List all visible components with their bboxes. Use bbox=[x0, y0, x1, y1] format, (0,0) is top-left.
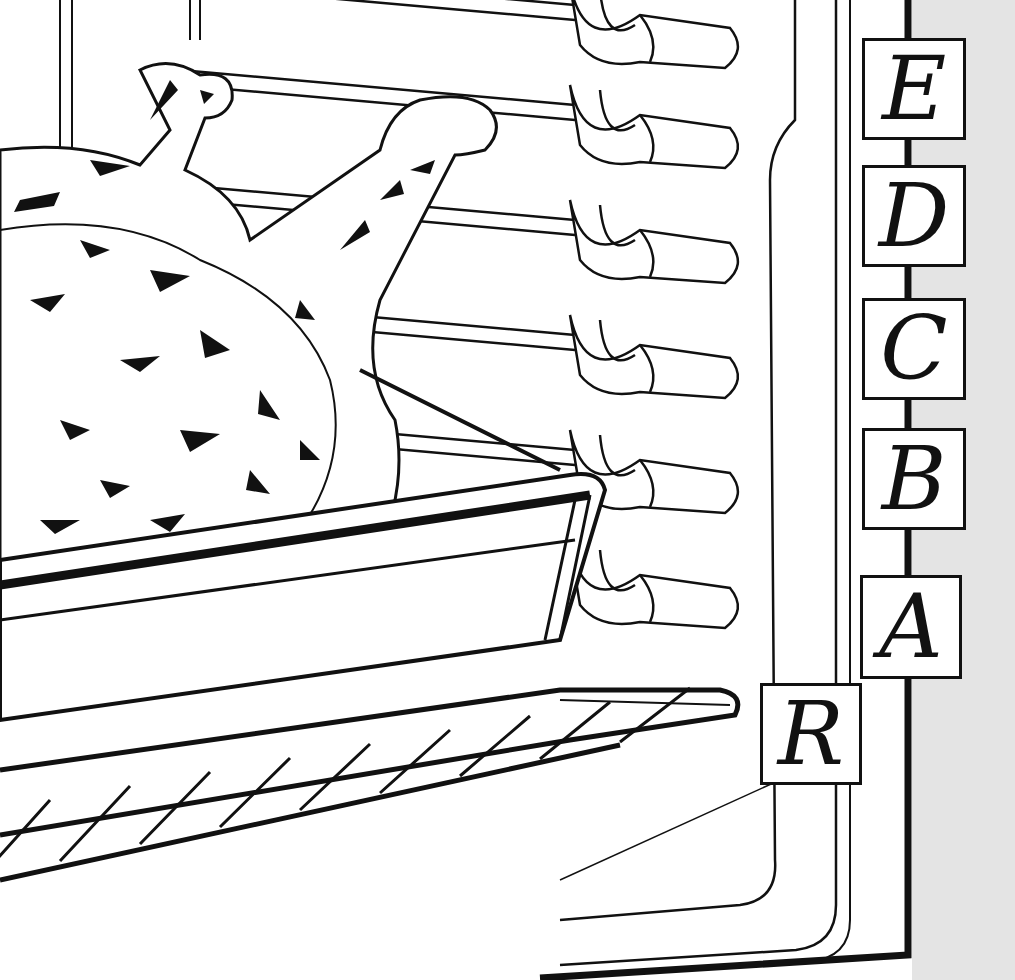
position-letter: E bbox=[882, 45, 946, 133]
illustration-part bbox=[180, 0, 575, 20]
illustration-part bbox=[600, 205, 653, 277]
roasting-pan bbox=[0, 370, 605, 720]
illustration-part bbox=[600, 90, 653, 162]
illustration-part bbox=[600, 550, 653, 622]
illustration-part bbox=[570, 85, 738, 168]
illustration-part bbox=[600, 435, 653, 507]
illustration-part bbox=[0, 690, 738, 835]
illustration-part bbox=[600, 0, 653, 62]
position-letter: A bbox=[879, 583, 943, 671]
illustration-part bbox=[360, 370, 560, 470]
illustration-part bbox=[60, 0, 72, 160]
illustration-part bbox=[570, 315, 738, 398]
illustration-part bbox=[14, 80, 435, 534]
illustration-part bbox=[560, 700, 730, 705]
position-letter: D bbox=[879, 172, 950, 260]
illustration-part bbox=[0, 495, 590, 585]
position-letter: R bbox=[778, 690, 844, 778]
illustration-part bbox=[0, 540, 575, 620]
illustration-part bbox=[0, 688, 690, 878]
illustration-part bbox=[560, 780, 780, 880]
rack-position-box: C bbox=[862, 298, 966, 400]
illustration-part bbox=[0, 474, 605, 720]
illustration-part bbox=[0, 745, 620, 880]
rack-position-box: A bbox=[860, 575, 962, 679]
illustration-part bbox=[14, 80, 435, 534]
position-letter: B bbox=[882, 435, 947, 523]
illustration-part bbox=[570, 0, 738, 68]
illustration-part bbox=[570, 200, 738, 283]
illustration-part bbox=[180, 70, 575, 120]
position-letter: C bbox=[880, 305, 947, 393]
oven-rack bbox=[0, 688, 738, 880]
illustration-part bbox=[600, 320, 653, 392]
illustration-part bbox=[190, 0, 200, 40]
rack-position-box: B bbox=[862, 428, 966, 530]
illustration-part bbox=[545, 495, 590, 640]
rack-position-box: R bbox=[760, 683, 862, 785]
rack-position-box: E bbox=[862, 38, 966, 140]
illustration-part bbox=[570, 545, 738, 628]
rack-position-box: D bbox=[862, 165, 966, 267]
